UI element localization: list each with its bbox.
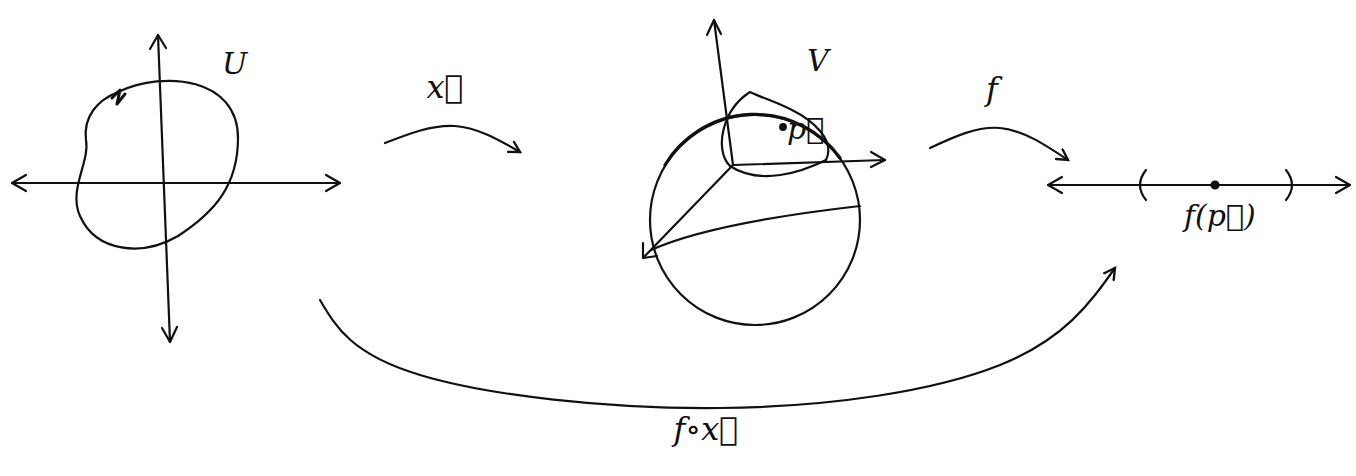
patch-label: V: [807, 44, 829, 77]
point-dot: [780, 124, 786, 130]
patch-outline: [722, 92, 828, 176]
region-u: U: [0, 25, 385, 300]
map-label: f: [983, 72, 1001, 107]
patch-v: Vp⃗: [525, 10, 925, 330]
number-line: [1048, 170, 1350, 200]
outline-scribble: [112, 90, 125, 104]
interval: f(p⃗): [1060, 155, 1356, 265]
sphere: [643, 20, 885, 325]
region-outline: [76, 81, 238, 249]
plane-axes: [12, 35, 340, 342]
map-label: x⃗: [423, 70, 466, 105]
map-label: f∘x⃗: [671, 412, 742, 447]
mapping-arrow: [320, 268, 1115, 408]
mapping-arrow: [385, 126, 520, 152]
value-label: f(p⃗): [1184, 199, 1256, 232]
region-label: U: [222, 47, 247, 80]
mapping-arrow: [930, 128, 1068, 160]
point-label: p⃗: [787, 112, 824, 145]
